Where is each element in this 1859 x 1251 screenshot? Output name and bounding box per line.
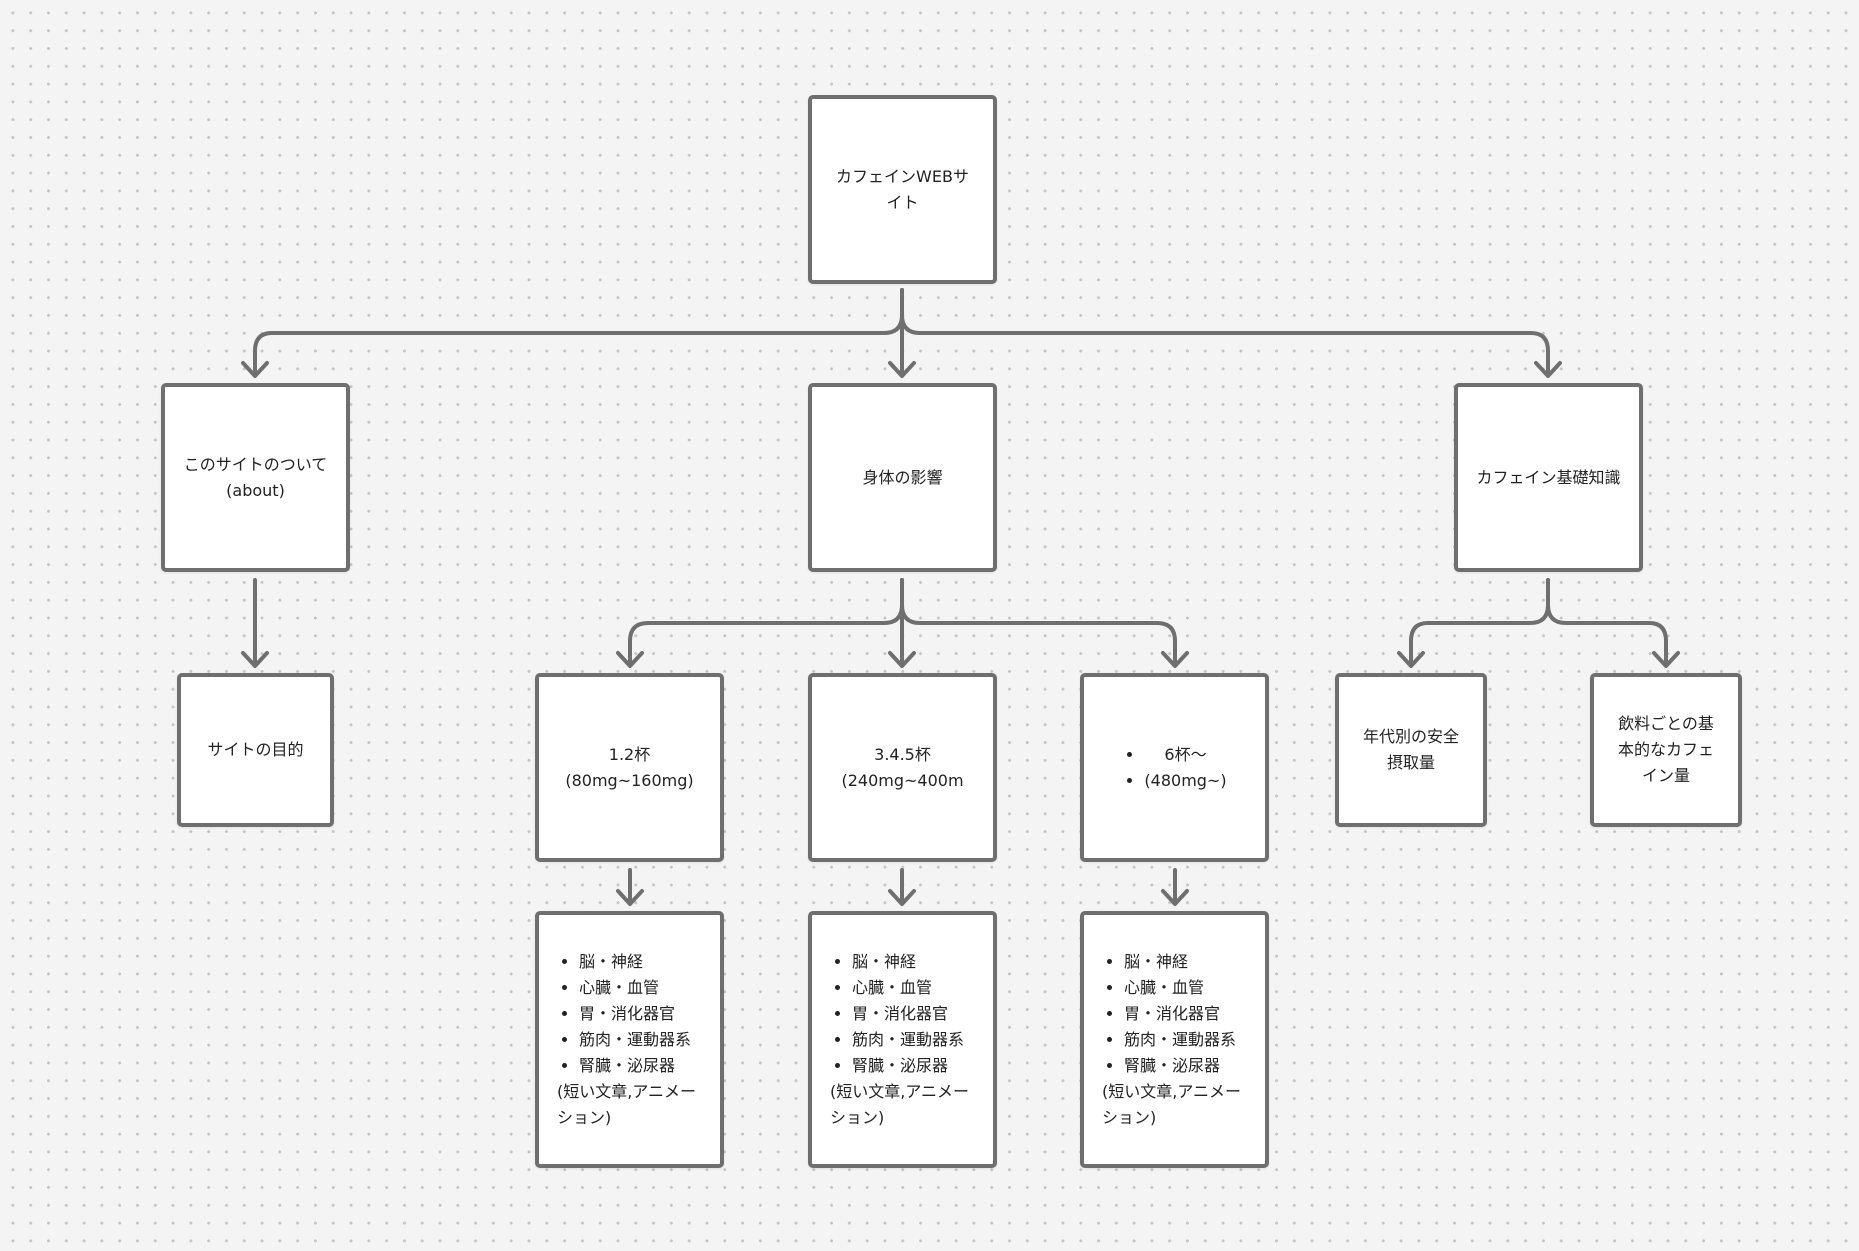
list-item: 胃・消化器官 <box>852 1001 969 1027</box>
node-safe-intake-by-age[interactable]: 年代別の安全 摂取量 <box>1335 673 1487 827</box>
node-label: 年代別の安全 摂取量 <box>1362 727 1459 772</box>
arrowhead-purpose <box>241 651 269 668</box>
node-caffeine-basics[interactable]: カフェイン基礎知識 <box>1454 383 1643 572</box>
arrowhead-c12 <box>616 651 644 668</box>
list-item: 腎臓・泌尿器 <box>1124 1053 1241 1079</box>
bullet-list: 脳・神経 心臓・血管 胃・消化器官 筋肉・運動器系 腎臓・泌尿器 <box>557 949 696 1079</box>
arrowhead-drink <box>1652 651 1680 668</box>
connector-basic-to-age <box>1409 578 1550 667</box>
arrowhead-c345 <box>888 651 916 668</box>
list-item: 6杯〜 <box>1144 742 1226 768</box>
node-label: 飲料ごとの基 本的なカフェ イン量 <box>1617 714 1714 785</box>
connector-basic-to-drink <box>1546 578 1668 667</box>
node-cups-6-plus[interactable]: 6杯〜 (480mg~) <box>1080 673 1269 862</box>
bullet-list: 脳・神経 心臓・血管 胃・消化器官 筋肉・運動器系 腎臓・泌尿器 <box>830 949 969 1079</box>
node-label: 身体の影響 <box>862 467 943 487</box>
list-item: 脳・神経 <box>1124 949 1241 975</box>
node-effects-1-2[interactable]: 脳・神経 心臓・血管 胃・消化器官 筋肉・運動器系 腎臓・泌尿器 (短い文章,ア… <box>535 911 724 1168</box>
node-label: カフェイン基礎知識 <box>1476 467 1621 487</box>
node-caffeine-per-drink[interactable]: 飲料ごとの基 本的なカフェ イン量 <box>1590 673 1742 827</box>
arrowhead-e12 <box>616 889 644 906</box>
list-item: 胃・消化器官 <box>1124 1001 1241 1027</box>
node-body-effects[interactable]: 身体の影響 <box>808 383 997 572</box>
effects-content: 脳・神経 心臓・血管 胃・消化器官 筋肉・運動器系 腎臓・泌尿器 (短い文章,ア… <box>557 949 696 1131</box>
effects-note: (短い文章,アニメー ション) <box>557 1081 697 1127</box>
node-effects-6-plus[interactable]: 脳・神経 心臓・血管 胃・消化器官 筋肉・運動器系 腎臓・泌尿器 (短い文章,ア… <box>1080 911 1269 1168</box>
arrowhead-about <box>241 361 269 378</box>
list-item: 筋肉・運動器系 <box>579 1027 696 1053</box>
effects-note: (短い文章,アニメー ション) <box>1102 1081 1242 1127</box>
node-caffeine-website[interactable]: カフェインWEBサ イト <box>808 95 997 284</box>
bullet-list: 6杯〜 (480mg~) <box>1122 742 1226 794</box>
node-label: サイトの目的 <box>207 740 304 759</box>
arrowhead-c6 <box>1161 651 1189 668</box>
list-item: 筋肉・運動器系 <box>852 1027 969 1053</box>
list-item: (480mg~) <box>1144 768 1226 794</box>
list-item: 脳・神経 <box>579 949 696 975</box>
list-item: 心臓・血管 <box>579 975 696 1001</box>
effects-note: (短い文章,アニメー ション) <box>830 1081 970 1127</box>
node-cups-1-2[interactable]: 1.2杯 (80mg~160mg) <box>535 673 724 862</box>
node-label: 3.4.5杯 (240mg~400m <box>841 744 964 790</box>
arrowhead-body <box>888 361 916 378</box>
arrowhead-e345 <box>888 889 916 906</box>
list-item: 筋肉・運動器系 <box>1124 1027 1241 1053</box>
arrowhead-basic <box>1534 361 1562 378</box>
list-item: 腎臓・泌尿器 <box>852 1053 969 1079</box>
list-item: 胃・消化器官 <box>579 1001 696 1027</box>
node-site-purpose[interactable]: サイトの目的 <box>177 673 334 827</box>
node-effects-3-4-5[interactable]: 脳・神経 心臓・血管 胃・消化器官 筋肉・運動器系 腎臓・泌尿器 (短い文章,ア… <box>808 911 997 1168</box>
node-label: 1.2杯 (80mg~160mg) <box>565 744 694 790</box>
list-item: 脳・神経 <box>852 949 969 975</box>
bullet-list: 脳・神経 心臓・血管 胃・消化器官 筋肉・運動器系 腎臓・泌尿器 <box>1102 949 1241 1079</box>
effects-content: 脳・神経 心臓・血管 胃・消化器官 筋肉・運動器系 腎臓・泌尿器 (短い文章,ア… <box>1102 949 1241 1131</box>
connector-root-to-about <box>253 288 904 377</box>
node-about-site[interactable]: このサイトのついて (about) <box>161 383 350 572</box>
connector-body-to-c12 <box>628 578 904 667</box>
list-item: 心臓・血管 <box>1124 975 1241 1001</box>
node-label: カフェインWEBサ イト <box>836 166 969 212</box>
list-item: 心臓・血管 <box>852 975 969 1001</box>
arrowhead-e6 <box>1161 889 1189 906</box>
connector-body-to-c6 <box>900 578 1177 667</box>
list-item: 腎臓・泌尿器 <box>579 1053 696 1079</box>
effects-content: 脳・神経 心臓・血管 胃・消化器官 筋肉・運動器系 腎臓・泌尿器 (短い文章,ア… <box>830 949 969 1131</box>
arrowhead-age <box>1397 651 1425 668</box>
node-cups-3-4-5[interactable]: 3.4.5杯 (240mg~400m <box>808 673 997 862</box>
connector-root-to-basic <box>900 288 1550 377</box>
node-label: このサイトのついて (about) <box>183 454 328 500</box>
